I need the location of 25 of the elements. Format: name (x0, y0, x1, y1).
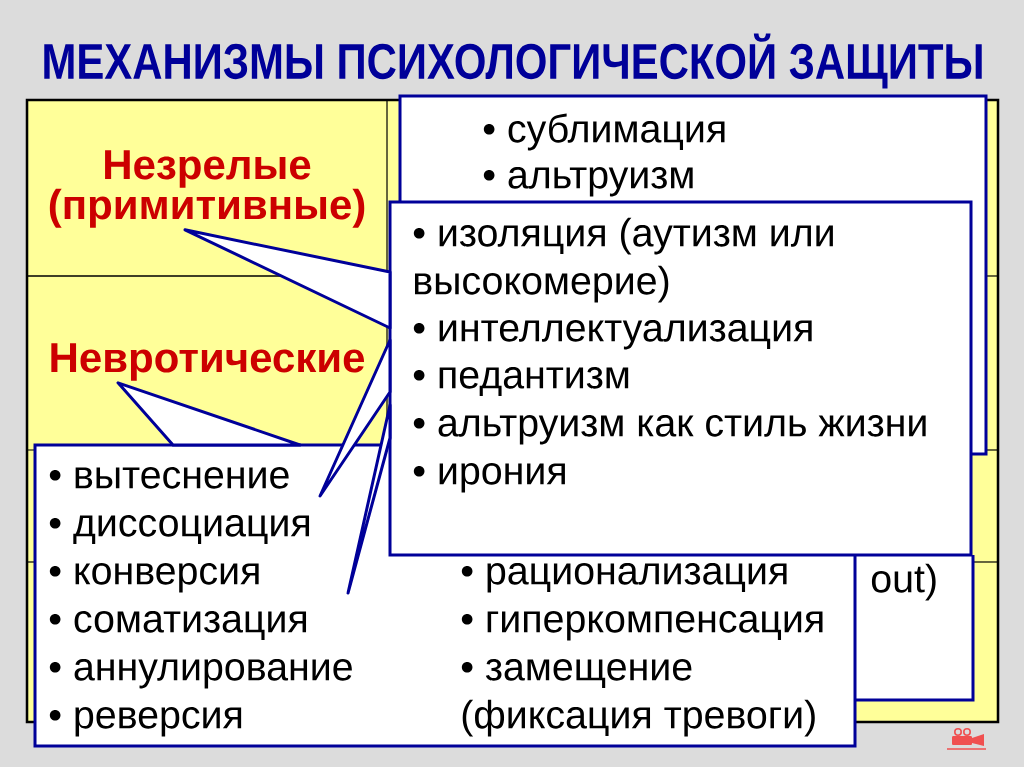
list-item: • аннулирование (49, 659, 352, 689)
list-item: • альтруизм (483, 167, 693, 197)
callout-pointer (116, 381, 302, 447)
list-item: • сублимация (483, 113, 725, 151)
list-item: • педантизм (413, 367, 629, 397)
callout-pointer (346, 403, 392, 595)
list-item: • интеллектуализация (413, 320, 812, 350)
callout-box (388, 200, 973, 557)
list-item: • рационализация (461, 563, 787, 593)
list-item: • конверсия (49, 563, 259, 593)
title: МЕХАНИЗМЫ ПСИХОЛОГИЧЕСКОЙ ЗАЩИТЫ (44, 33, 982, 89)
callout-box (855, 555, 975, 702)
list-item: out) (871, 563, 936, 601)
list-item: • диссоциация (49, 515, 309, 545)
row-heading: Незрелые (примитивные) (49, 150, 365, 228)
list-item: • вытеснение (49, 467, 289, 489)
list-item: • ирония (413, 463, 565, 493)
list-item: • замещение (фиксация тревоги) (461, 659, 815, 737)
row-heading: Невротические (51, 343, 365, 381)
callout-pointer (183, 228, 392, 330)
list-item: • альтруизм как стиль жизни (413, 415, 926, 445)
list-item: • реверсия (49, 707, 242, 737)
list-item: • гиперкомпенсация (461, 611, 823, 641)
list-item: • соматизация (49, 611, 307, 641)
list-item: • изоляция (аутизм или высокомерие) (413, 217, 833, 303)
